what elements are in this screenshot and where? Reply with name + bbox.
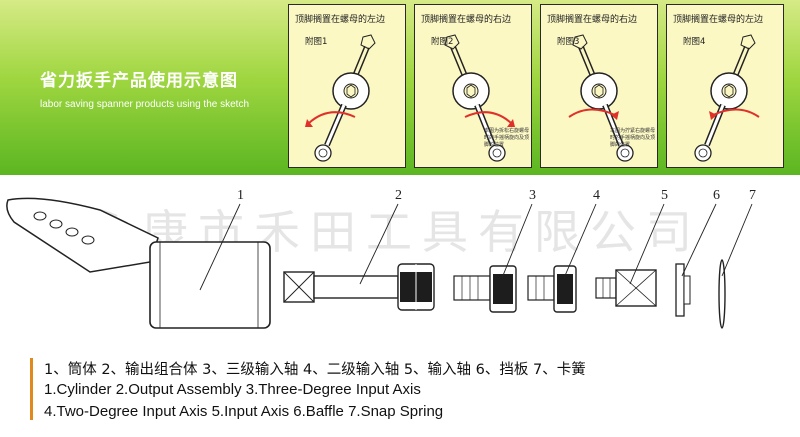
panel-figure-label: 附图4 — [683, 37, 706, 47]
legend-accent-bar — [30, 358, 33, 420]
part-cylinder — [6, 197, 271, 329]
legend-chinese: 1、筒体 2、输出组合体 3、三级输入轴 4、二级输入轴 5、输入轴 6、挡板 … — [44, 362, 586, 378]
part-snap-spring — [718, 259, 726, 329]
exploded-assembly-diagram — [6, 197, 753, 329]
part-number-1: 1 — [237, 188, 244, 203]
usage-banner: 省力扳手产品使用示意图 labor saving spanner product… — [0, 0, 800, 175]
part-baffle — [675, 263, 691, 317]
banner-title: 省力扳手产品使用示意图 — [40, 71, 238, 91]
part-number-3: 3 — [529, 188, 536, 203]
panel-note: 本图为拧紧右旋螺母时的手摇柄旋向及顶脚的位置 — [610, 128, 656, 148]
part-number-7: 7 — [749, 188, 756, 203]
panel-caption: 顶脚搁置在螺母的左边 — [295, 15, 386, 25]
usage-panel-3: 顶脚搁置在螺母的右边 附图3 — [540, 4, 658, 168]
usage-panel-4: 顶脚搁置在螺母的左边 附图4 — [666, 4, 784, 168]
part-input-axis — [595, 269, 657, 307]
usage-panel-1: 顶脚搁置在螺母的左边 附图1 — [288, 4, 406, 168]
legend-english-line-2: 4.Two-Degree Input Axis 5.Input Axis 6.B… — [44, 403, 444, 420]
legend-english-line-1: 1.Cylinder 2.Output Assembly 3.Three-Deg… — [44, 381, 421, 398]
wrench-sketch — [305, 34, 376, 162]
banner-subtitle: labor saving spanner products using the … — [40, 99, 250, 110]
part-two-degree-input-axis — [527, 265, 577, 313]
wrench-sketch — [568, 34, 634, 162]
leader-lines — [199, 203, 753, 291]
panel-figure-label: 附图1 — [305, 37, 328, 47]
panel-figure-label: 附图3 — [557, 37, 580, 47]
panel-caption: 顶脚搁置在螺母的右边 — [547, 15, 638, 25]
wrench-sketch — [444, 34, 515, 162]
panel-note: 本图为拆松右旋螺母时的手摇柄旋向及顶脚的位置 — [484, 128, 530, 148]
panel-caption: 顶脚搁置在螺母的左边 — [673, 15, 764, 25]
part-number-4: 4 — [593, 188, 600, 203]
part-three-degree-input-axis — [453, 265, 517, 313]
panel-caption: 顶脚搁置在螺母的右边 — [421, 15, 512, 25]
part-number-6: 6 — [713, 188, 720, 203]
part-number-5: 5 — [661, 188, 668, 203]
wrench-sketch — [694, 34, 760, 162]
panel-figure-label: 附图2 — [431, 37, 454, 47]
part-number-2: 2 — [395, 188, 402, 203]
part-output-assembly — [283, 263, 435, 311]
usage-panel-2: 顶脚搁置在螺母的右边 附图2 — [414, 4, 532, 168]
